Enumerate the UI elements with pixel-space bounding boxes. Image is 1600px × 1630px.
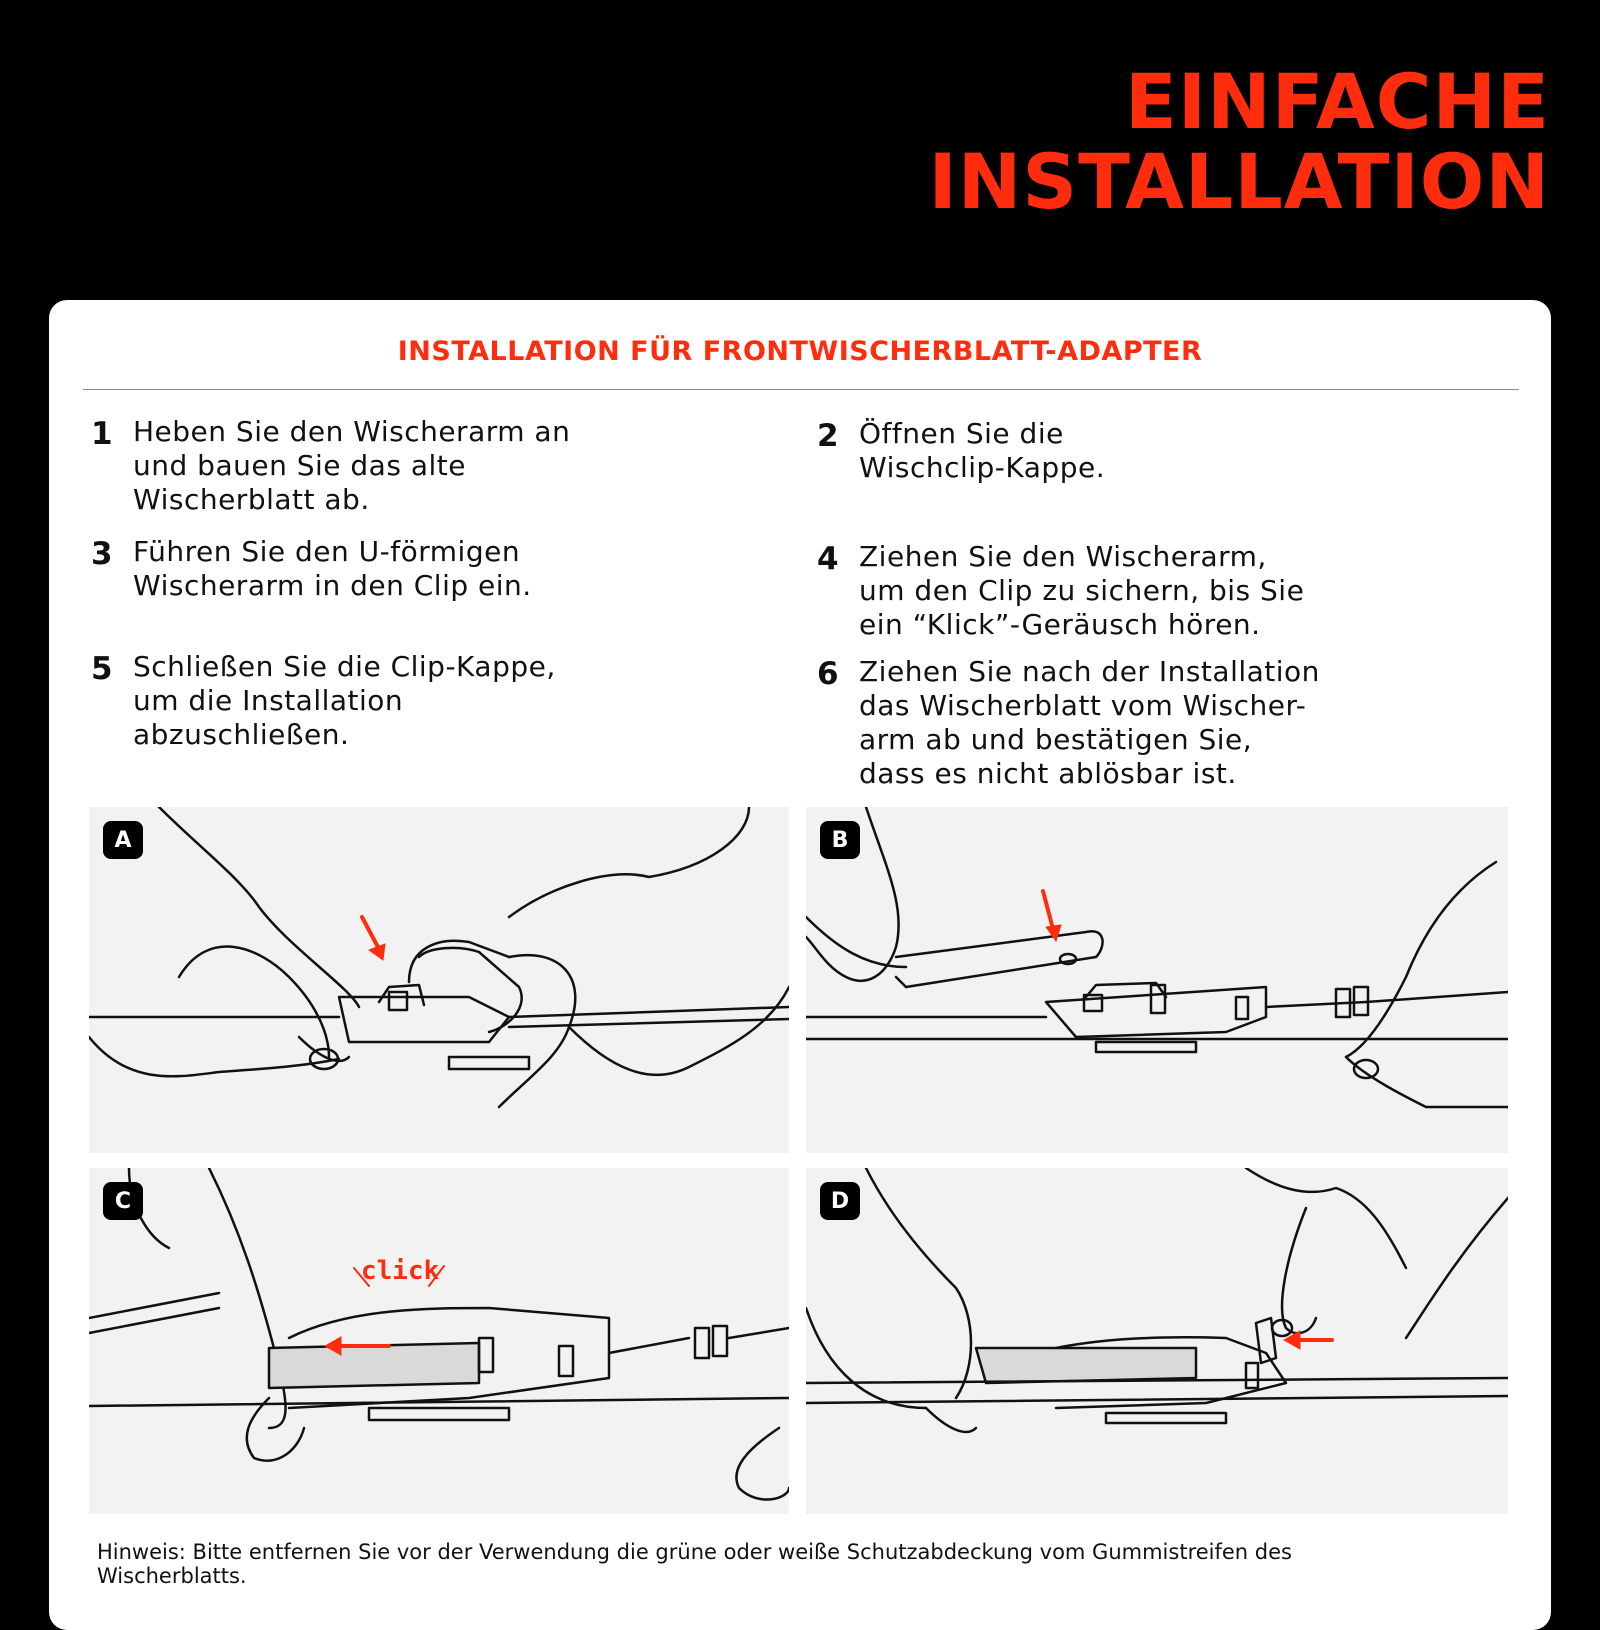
panel-label-badge: A [103,821,143,859]
step-5: 5 Schließen Sie die Clip-Kappe, um die I… [91,650,556,752]
step-number: 4 [817,541,839,577]
open-clip-cap-illustration [806,807,1508,1109]
step-4: 4 Ziehen Sie den Wischerarm, um den Clip… [817,540,1304,642]
heading-divider [83,389,1519,390]
step-number: 2 [817,418,839,454]
step-number: 1 [91,416,113,452]
illustration-panel-b: B [806,807,1508,1153]
step-text: Führen Sie den U-förmigen Wischerarm in … [133,535,532,602]
step-number: 5 [91,651,113,687]
step-text: Schließen Sie die Clip-Kappe, um die Ins… [133,650,556,751]
title-line-2: INSTALLATION [928,137,1550,226]
hands-lifting-wiper-illustration [89,807,789,1109]
step-text: Ziehen Sie nach der Installation das Wis… [859,655,1320,790]
step-2: 2 Öffnen Sie die Wischclip-Kappe. [817,417,1105,485]
panel-label-badge: D [820,1182,860,1220]
click-annotation: click [361,1256,440,1286]
illustration-panel-c: C click [89,1168,789,1514]
step-text: Heben Sie den Wischerarm an und bauen Si… [133,415,571,516]
instruction-card: INSTALLATION FÜR FRONTWISCHERBLATT-ADAPT… [49,300,1551,1630]
step-text: Öffnen Sie die Wischclip-Kappe. [859,417,1106,484]
illustration-panel-a: A [89,807,789,1153]
step-text: Ziehen Sie den Wischerarm, um den Clip z… [859,540,1305,641]
close-clip-cap-illustration [806,1168,1508,1434]
note-text: Hinweis: Bitte entfernen Sie vor der Ver… [97,1540,1292,1588]
panel-label-badge: C [103,1182,143,1220]
page-title: EINFACHE INSTALLATION [929,62,1550,222]
panel-label-badge: B [820,821,860,859]
step-1: 1 Heben Sie den Wischerarm an und bauen … [91,415,570,517]
step-number: 3 [91,536,113,572]
card-heading: INSTALLATION FÜR FRONTWISCHERBLATT-ADAPT… [397,336,1203,367]
step-3: 3 Führen Sie den U-förmigen Wischerarm i… [91,535,532,603]
illustration-panel-d: D [806,1168,1508,1514]
insert-wiper-arm-click-illustration [89,1168,789,1501]
step-number: 6 [817,656,839,692]
title-line-1: EINFACHE [1124,57,1550,146]
step-6: 6 Ziehen Sie nach der Installation das W… [817,655,1320,791]
